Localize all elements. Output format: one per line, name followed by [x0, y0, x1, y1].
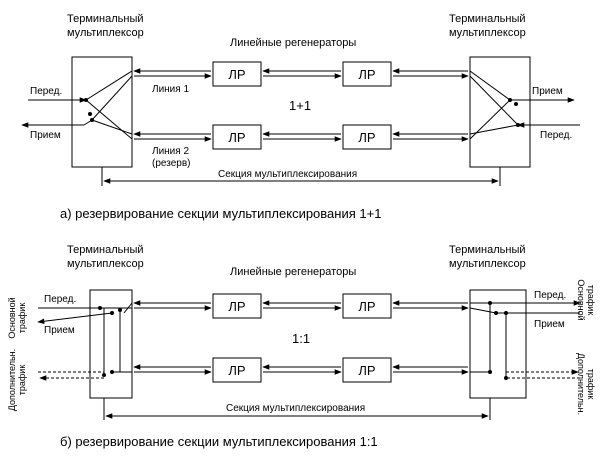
top-line-2 [133, 131, 469, 142]
top-left-tx-label: Перед. [30, 86, 62, 97]
top-left-mux-box [71, 56, 133, 168]
top-right-mux-label-line2: мультиплексор [449, 27, 526, 39]
bottom-right-mux-box [469, 289, 527, 399]
left-extra-traffic-line1: Дополнительн. [7, 349, 17, 411]
bottom-caption: б) резервирование секции мультиплексиров… [60, 434, 378, 449]
top-scheme-label: 1+1 [289, 98, 311, 113]
top-line1-label: Линия 1 [152, 84, 189, 95]
top-right-mux-switches [469, 70, 580, 140]
top-right-mux-label-line1: Терминальный [449, 13, 526, 25]
top-lr-3-label: ЛР [228, 130, 245, 145]
bottom-lr-2-label: ЛР [358, 299, 375, 314]
bottom-working-line [133, 300, 469, 311]
top-left-rx-label: Прием [30, 130, 61, 141]
left-main-traffic-line1: Основной [7, 297, 17, 338]
top-lr-1 [212, 61, 262, 87]
diagram-1to1: Терминальный мультиплексор Терминальный … [7, 244, 596, 449]
left-main-traffic-line2: трафик [17, 303, 27, 334]
bottom-lr-4 [342, 357, 392, 383]
diagram-1plus1: Терминальный мультиплексор Терминальный … [21, 13, 580, 221]
bottom-right-tx-label: Перед. [534, 290, 566, 301]
right-extra-traffic-line2: трафик [586, 369, 596, 400]
bottom-left-mux-box [89, 289, 133, 399]
bottom-lr-2 [342, 293, 392, 319]
top-left-mux-switches [21, 70, 133, 140]
top-lr-1-label: ЛР [228, 67, 245, 82]
bottom-lr-1 [212, 293, 262, 319]
bottom-right-mux-label-line1: Терминальный [449, 244, 526, 256]
bottom-protection-line [133, 364, 469, 375]
bottom-lr-3-label: ЛР [228, 363, 245, 378]
top-right-mux-box [469, 56, 531, 168]
top-right-rx-label: Прием [532, 86, 563, 97]
bottom-left-rx-label: Прием [44, 325, 75, 336]
right-extra-traffic-line1: Дополнительн. [576, 353, 586, 415]
top-left-mux-label-line2: мультиплексор [67, 27, 144, 39]
top-section-arrow [101, 167, 501, 186]
top-lr-2 [342, 61, 392, 87]
top-lr-3 [212, 124, 262, 150]
top-left-mux-label-line1: Терминальный [67, 13, 144, 25]
bottom-right-mux-switches [469, 300, 581, 380]
bottom-lr-1-label: ЛР [228, 299, 245, 314]
top-lr-4-label: ЛР [358, 130, 375, 145]
right-main-traffic-line2: трафик [586, 285, 596, 316]
bottom-lr-3 [212, 357, 262, 383]
bottom-right-rx-label: Прием [534, 319, 565, 330]
bottom-section-label: Секция мультиплексирования [226, 403, 365, 414]
bottom-lr-4-label: ЛР [358, 363, 375, 378]
top-lr-4 [342, 124, 392, 150]
top-line2-sub: (резерв) [152, 158, 190, 169]
top-caption: а) резервирование секции мультиплексиров… [60, 206, 381, 221]
bottom-left-mux-label-line1: Терминальный [67, 244, 144, 256]
top-right-tx-label: Перед. [540, 130, 572, 141]
left-extra-traffic-line2: трафик [17, 365, 27, 396]
top-section-label: Секция мультиплексирования [218, 169, 357, 180]
bottom-left-mux-switches [37, 302, 133, 381]
bottom-right-mux-label-line2: мультиплексор [449, 258, 526, 270]
top-lr-2-label: ЛР [358, 67, 375, 82]
bottom-left-tx-label: Перед. [44, 294, 76, 305]
bottom-section-arrow [103, 398, 491, 420]
bottom-scheme-label: 1:1 [292, 331, 310, 346]
right-main-traffic-line1: Основной [576, 279, 586, 320]
bottom-left-mux-label-line2: мультиплексор [67, 258, 144, 270]
top-regenerators-label: Линейные регенераторы [230, 37, 356, 49]
top-line2-label: Линия 2 [152, 146, 189, 157]
bottom-regenerators-label: Линейные регенераторы [230, 266, 356, 278]
top-line-1 [133, 68, 469, 79]
